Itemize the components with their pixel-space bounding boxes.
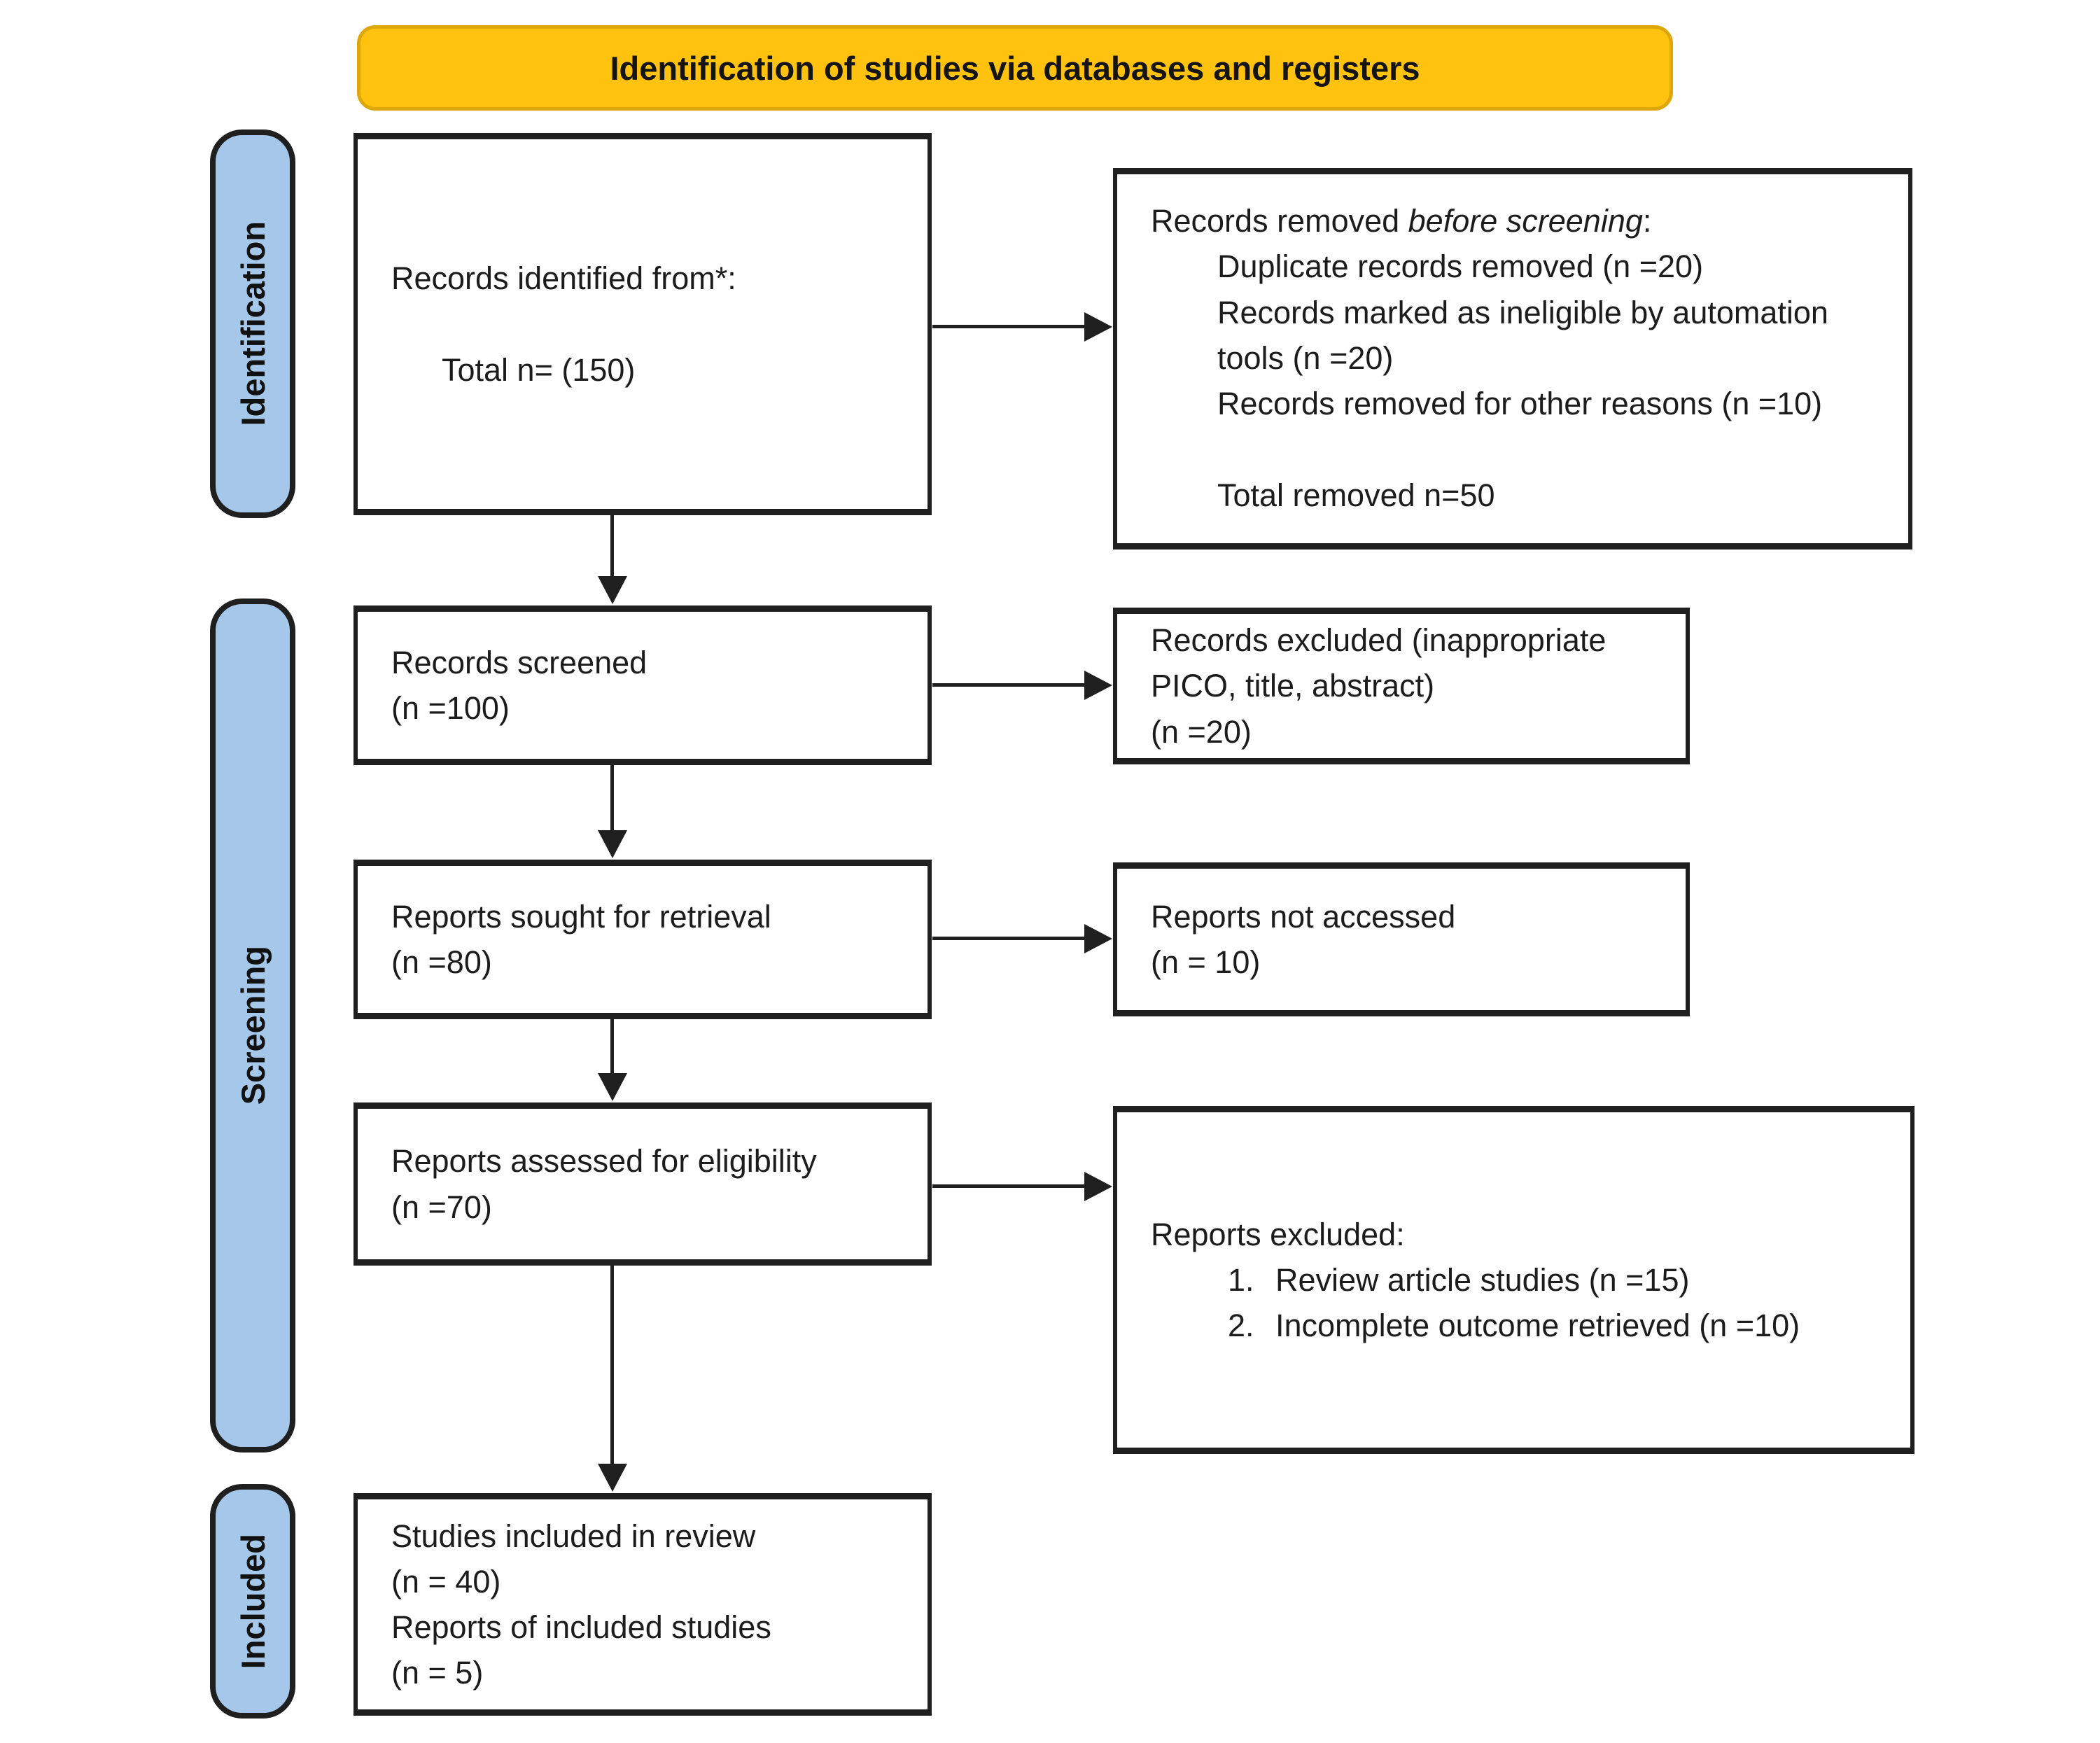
stage-bar-screening: Screening xyxy=(210,598,295,1452)
reports-included-n: (n = 5) xyxy=(391,1655,484,1691)
studies-included-n: (n = 40) xyxy=(391,1563,501,1600)
box-reports-not-accessed: Reports not accessed (n = 10) xyxy=(1113,862,1690,1016)
stage-label-included: Included xyxy=(234,1533,272,1670)
removed-item-duplicates: Duplicate records removed (n =20) xyxy=(1217,248,1704,285)
box-reports-excluded: Reports excluded: Review article studies… xyxy=(1113,1106,1914,1454)
box-records-identified: Records identified from*: Total n= (150) xyxy=(354,133,932,515)
box-records-removed-before-screening: Records removed before screening: Duplic… xyxy=(1113,168,1912,550)
arrow-identified-to-screened xyxy=(610,514,614,578)
stage-bar-included: Included xyxy=(210,1484,295,1718)
records-screened-label: Records screened xyxy=(391,644,648,680)
arrow-screened-to-excluded xyxy=(932,683,1085,687)
records-excluded-label: Records excluded (inappropriate PICO, ti… xyxy=(1151,622,1606,704)
stage-label-screening: Screening xyxy=(234,946,272,1105)
records-removed-title: Records removed before screening: xyxy=(1151,203,1652,239)
reports-assessed-n: (n =70) xyxy=(391,1189,492,1225)
removed-total: Total removed n=50 xyxy=(1217,477,1495,514)
reports-excluded-title: Reports excluded: xyxy=(1151,1216,1405,1252)
arrow-screened-to-sought xyxy=(610,765,614,832)
box-records-screened: Records screened (n =100) xyxy=(354,606,932,765)
arrow-identified-to-removed xyxy=(932,325,1085,328)
diagram-title: Identification of studies via databases … xyxy=(610,49,1420,87)
arrow-assessed-to-reports-excluded xyxy=(932,1184,1085,1188)
box-reports-sought: Reports sought for retrieval (n =80) xyxy=(354,860,932,1019)
box-reports-assessed: Reports assessed for eligibility (n =70) xyxy=(354,1102,932,1266)
records-identified-total: Total n= (150) xyxy=(442,352,636,388)
box-studies-included: Studies included in review (n = 40) Repo… xyxy=(354,1493,932,1716)
reports-excluded-item-1: Review article studies (n =15) xyxy=(1263,1257,1877,1303)
removed-item-automation: Records marked as ineligible by automati… xyxy=(1217,294,1828,376)
arrow-sought-to-assessed xyxy=(610,1019,614,1074)
before-screening-italic: before screening xyxy=(1408,203,1643,239)
reports-sought-n: (n =80) xyxy=(391,944,492,980)
reports-sought-label: Reports sought for retrieval xyxy=(391,898,771,934)
title-banner: Identification of studies via databases … xyxy=(357,25,1673,111)
reports-not-accessed-n: (n = 10) xyxy=(1151,944,1261,980)
removed-item-other: Records removed for other reasons (n =10… xyxy=(1217,386,1823,421)
reports-not-accessed-label: Reports not accessed xyxy=(1151,898,1456,934)
studies-included-label: Studies included in review xyxy=(391,1518,756,1554)
records-screened-n: (n =100) xyxy=(391,690,510,726)
records-identified-label: Records identified from*: xyxy=(391,260,736,296)
reports-excluded-item-2: Incomplete outcome retrieved (n =10) xyxy=(1263,1303,1877,1348)
reports-excluded-list: Review article studies (n =15) Incomplet… xyxy=(1151,1257,1877,1349)
records-excluded-n: (n =20) xyxy=(1151,713,1252,750)
reports-assessed-label: Reports assessed for eligibility xyxy=(391,1143,817,1180)
stage-bar-identification: Identification xyxy=(210,130,295,518)
box-records-excluded: Records excluded (inappropriate PICO, ti… xyxy=(1113,608,1690,764)
arrow-sought-to-not-accessed xyxy=(932,937,1085,940)
reports-included-label: Reports of included studies xyxy=(391,1609,771,1645)
arrow-assessed-to-included xyxy=(610,1266,614,1465)
stage-label-identification: Identification xyxy=(234,221,272,426)
